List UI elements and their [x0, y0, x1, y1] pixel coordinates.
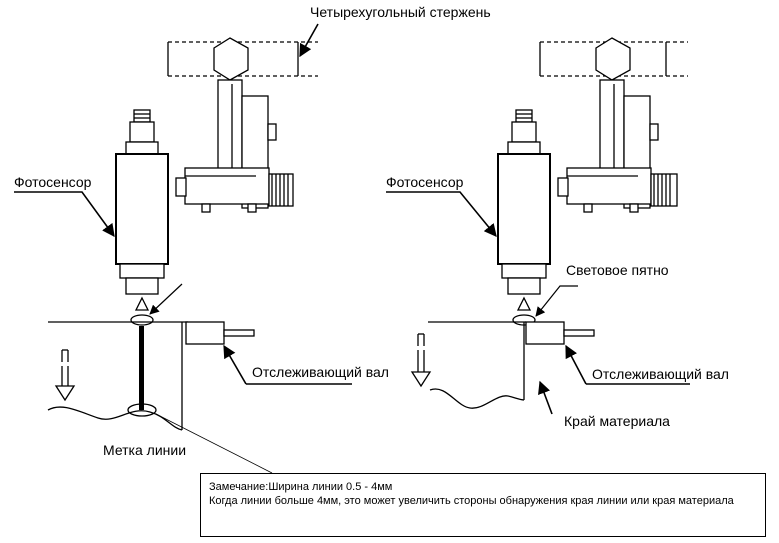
light-spot-left: [130, 314, 154, 326]
photosensor-right: [497, 109, 551, 295]
bracket-right: [557, 79, 678, 213]
note-line-1: Замечание:Ширина линии 0.5 - 4мм: [209, 481, 393, 493]
label-line-mark: Метка линии: [103, 442, 187, 458]
leader-lines: [14, 23, 690, 474]
left-assembly: [47, 37, 318, 431]
line-mark-circle: [127, 403, 157, 417]
label-photosensor-left: Фотосенсор: [14, 174, 92, 190]
right-assembly: [410, 37, 688, 409]
down-arrow-left: [54, 349, 76, 402]
leader-rod: [299, 23, 319, 58]
leader-note: [155, 413, 273, 474]
label-material-edge: Край материала: [564, 413, 670, 429]
square-rod-left: [167, 37, 318, 81]
line-mark: [139, 326, 144, 410]
tracking-roller-left: [185, 321, 225, 345]
spot-triangle-left: [134, 296, 150, 311]
leader-roller-left: [223, 344, 247, 385]
down-arrow-right: [410, 333, 432, 388]
leader-photosensor-left: [14, 191, 115, 238]
note-line-2: Когда линии больше 4мм, это может увелич…: [209, 495, 734, 507]
note-box: Замечание:Ширина линии 0.5 - 4мм Когда л…: [200, 473, 766, 537]
label-tracking-roller-left: Отслеживающий вал: [252, 364, 389, 380]
leader-photosensor-right: [386, 191, 497, 237]
photosensor-left: [115, 109, 169, 295]
material-bottom-right: [429, 388, 525, 409]
bracket-left: [175, 79, 294, 213]
leader-light-spot-left: [149, 283, 183, 315]
material-bottom-left: [47, 406, 183, 431]
spot-triangle-right: [516, 296, 532, 311]
label-photosensor-right: Фотосенсор: [386, 174, 464, 190]
label-tracking-roller-right: Отслеживающий вал: [592, 366, 729, 382]
leader-material-edge: [538, 380, 553, 415]
leader-light-spot: [535, 285, 578, 317]
label-square-rod: Четырехугольный стержень: [310, 4, 491, 20]
square-rod-right: [539, 37, 688, 81]
label-light-spot: Световое пятно: [566, 262, 669, 278]
leader-roller-right: [565, 344, 587, 385]
tracking-roller-right: [525, 321, 565, 345]
